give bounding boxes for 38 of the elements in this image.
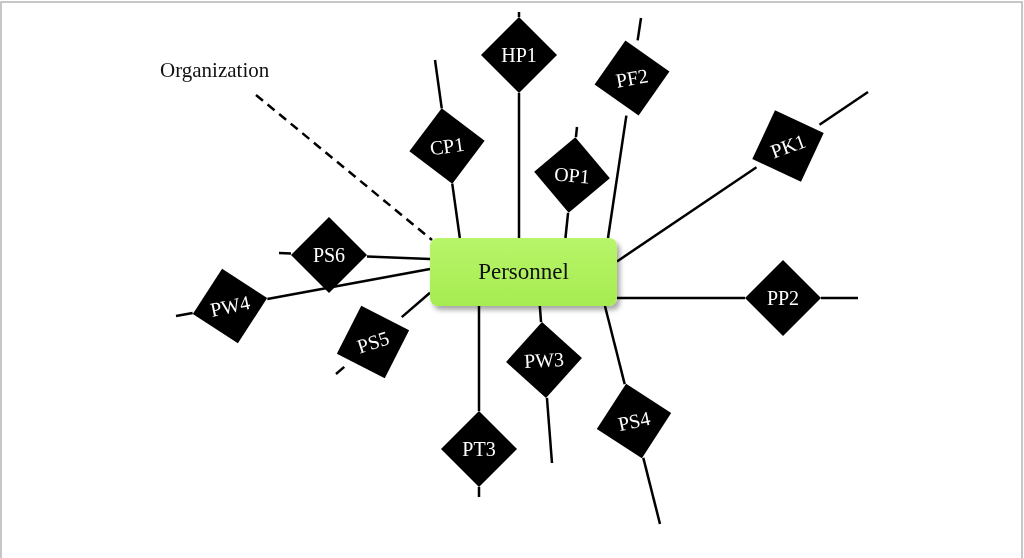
process-box [430,238,617,306]
node-label: HP1 [501,45,537,65]
node-label: PS5 [354,327,392,357]
connector-line [564,212,570,239]
connector-line [818,90,869,126]
connector-line [278,251,292,255]
connector-line [606,115,628,239]
connector-line [451,183,462,239]
connector-line [574,126,579,138]
dashed-connector [255,94,433,241]
connector-line [175,311,193,318]
connector-line [517,93,521,238]
node-label: PK1 [767,130,809,162]
node-label: CP1 [428,133,466,159]
node-label: PP2 [766,288,800,308]
connector-line [616,166,758,263]
connector-line [642,457,662,525]
connector-line [636,17,643,41]
connector-line [400,291,431,319]
node-label: PS4 [616,407,652,435]
connector-line [821,296,858,300]
node-label: Organization [160,58,270,82]
node-label: PT3 [462,439,496,459]
node-label: Personnel [478,259,569,285]
connector-line [603,305,626,385]
node-label: PW4 [208,292,252,320]
connector-line [545,397,554,464]
node-label: PS6 [312,245,346,265]
connector-line [335,365,346,375]
connector-line [267,267,431,301]
connector-line [433,59,443,109]
connector-line [538,305,543,323]
connector-line [477,306,481,411]
node-label: OP1 [553,163,591,187]
connector-line [366,255,431,261]
node-label: PW3 [523,348,565,372]
node-label: PF2 [614,65,650,91]
connector-line [617,296,745,300]
